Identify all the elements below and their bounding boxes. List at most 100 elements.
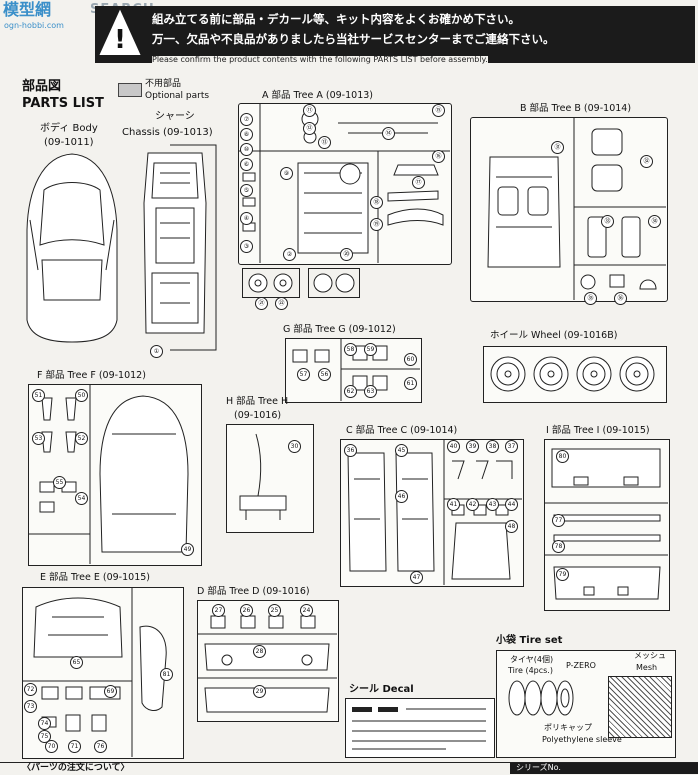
part-number: 30 [288, 440, 301, 453]
part-number: 51 [32, 389, 45, 402]
tire-set-title: 小袋 Tire set [496, 635, 563, 646]
tire-brand: P-ZERO [566, 661, 596, 670]
part-number: 47 [410, 571, 423, 584]
chassis-part [140, 143, 210, 343]
poly-cap-label-jp: ポリキャップ [544, 723, 592, 732]
tree-a-title: A 部品 Tree A (09-1013) [262, 90, 373, 101]
part-number: 26 [240, 604, 253, 617]
part-number: ⑦ [240, 113, 253, 126]
footer-series: シリーズNo. [516, 763, 561, 772]
footer-series-box [510, 763, 698, 774]
part-number: 77 [552, 514, 565, 527]
tree-h-title: H 部品 Tree H [226, 396, 289, 407]
part-number: ⑱ [370, 196, 383, 209]
tree-i-title: I 部品 Tree I (09-1015) [546, 425, 650, 436]
tree-c-title: C 部品 Tree C (09-1014) [346, 425, 458, 436]
tree-a-connector [336, 160, 366, 190]
part-number: ㉒ [275, 297, 288, 310]
notice-english: Please confirm the product contents with… [152, 55, 488, 64]
part-number: 79 [556, 568, 569, 581]
part-number: 40 [447, 440, 460, 453]
tree-d-title: D 部品 Tree D (09-1016) [197, 586, 310, 597]
part-number: ④ [240, 212, 253, 225]
svg-text:!: ! [114, 25, 126, 55]
part-number: 52 [75, 432, 88, 445]
notice-banner [95, 6, 695, 63]
optional-swatch [118, 83, 142, 97]
part-number: 43 [486, 498, 499, 511]
part-number: 69 [104, 685, 117, 698]
part-number: ③ [240, 240, 253, 253]
part-number: ㉛ [551, 141, 564, 154]
warning-icon: ! [98, 8, 142, 60]
part-number: ⑭ [382, 127, 395, 140]
part-number: 38 [486, 440, 499, 453]
part-number: 70 [45, 740, 58, 753]
part-number: ⑨ [280, 167, 293, 180]
part-number: 65 [70, 656, 83, 669]
part-number: 76 [94, 740, 107, 753]
tree-d-runner [197, 600, 337, 720]
part-number: 60 [404, 353, 417, 366]
part-number: ㉝ [601, 215, 614, 228]
part-number: 74 [38, 717, 51, 730]
notice-line2: 万一、欠品や不良品がありましたら当社サービスセンターまでご連絡下さい。 [152, 32, 555, 46]
part-number: 37 [505, 440, 518, 453]
part-number: 75 [38, 730, 51, 743]
tire-label-en: Tire (4pcs.) [508, 666, 553, 675]
part-number: 45 [395, 444, 408, 457]
part-number: ⑧ [240, 128, 253, 141]
part-number: ⑰ [412, 176, 425, 189]
tree-h-code: (09-1016) [234, 410, 282, 421]
part-number: 28 [253, 645, 266, 658]
part-number: ㉑ [255, 297, 268, 310]
part-number: 49 [181, 543, 194, 556]
part-number: ⑯ [432, 150, 445, 163]
mesh-label-jp: メッシュ [634, 651, 666, 660]
part-number: 48 [505, 520, 518, 533]
mesh-label-en: Mesh [636, 663, 658, 672]
part-number: ⑤ [240, 184, 253, 197]
part-number: 63 [364, 385, 377, 398]
part-number: 46 [395, 490, 408, 503]
tree-a-wheels-right [308, 268, 360, 298]
part-number: 78 [552, 540, 565, 553]
footer-parts-order: 〈パーツの注文について〉 [22, 763, 130, 773]
part-number: ⑫ [303, 122, 316, 135]
tire-label-jp: タイヤ(4個) [510, 655, 554, 664]
part-number: ㉜ [640, 155, 653, 168]
part-number: 58 [344, 343, 357, 356]
part-number: 25 [268, 604, 281, 617]
part-number: ⑩ [240, 143, 253, 156]
tree-c-runner [340, 439, 522, 585]
part-number: 50 [75, 389, 88, 402]
part-number: 55 [53, 476, 66, 489]
part-number: ① [150, 345, 163, 358]
optional-label-en: Optional parts [145, 91, 210, 101]
part-number: ㉞ [648, 215, 661, 228]
part-number: ② [283, 248, 296, 261]
part-number: ⑲ [370, 218, 383, 231]
body-code: (09-1011) [44, 137, 94, 148]
notice-line1: 組み立てる前に部品・デカール等、キット内容をよくお確かめ下さい。 [152, 12, 520, 26]
part-number: 71 [68, 740, 81, 753]
part-number: 29 [253, 685, 266, 698]
tree-f-runner [28, 384, 200, 564]
part-number: 54 [75, 492, 88, 505]
tree-e-title: E 部品 Tree E (09-1015) [40, 572, 150, 583]
tree-b-title: B 部品 Tree B (09-1014) [520, 103, 632, 114]
poly-cap-label-en: Polyethylene sleeve [542, 735, 622, 744]
tree-a-wheels-left [242, 268, 300, 298]
part-number: ⑪ [303, 104, 316, 117]
mesh-sheet [608, 676, 672, 738]
tree-b-runner [470, 117, 666, 300]
part-number: ㊱ [614, 292, 627, 305]
wheel-title: ホイール Wheel (09-1016B) [490, 330, 618, 341]
parts-list-title-en: PARTS LIST [22, 96, 104, 111]
body-part [22, 150, 122, 345]
chassis-sprue [160, 140, 220, 354]
part-number: ㉟ [584, 292, 597, 305]
part-number: ⑥ [240, 158, 253, 171]
part-number: 53 [32, 432, 45, 445]
body-title: ボディ Body [40, 123, 98, 134]
